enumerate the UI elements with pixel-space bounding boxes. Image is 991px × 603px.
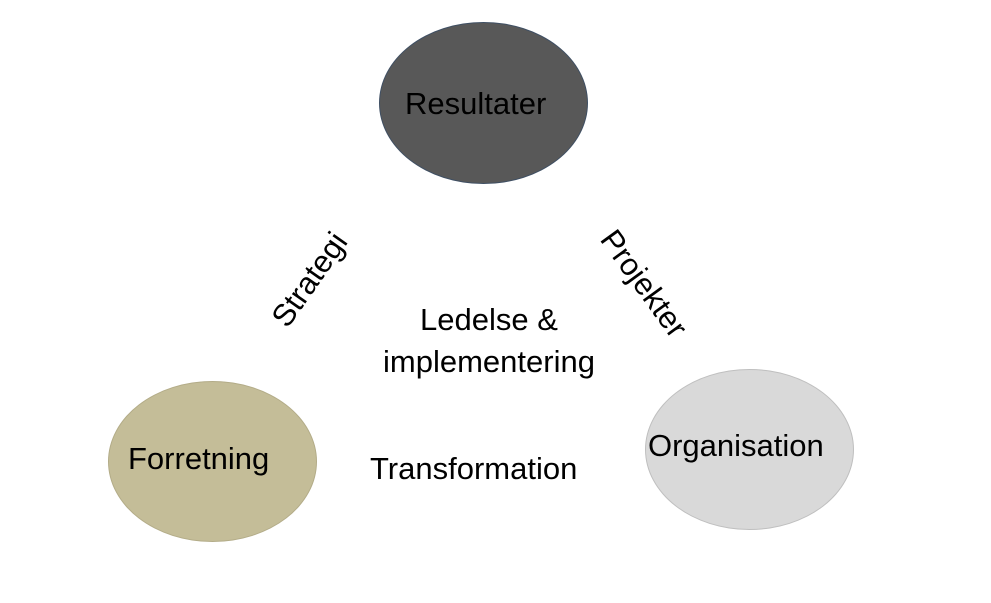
transformation-label: Transformation — [370, 451, 578, 486]
node-resultater — [379, 22, 588, 184]
center-text-line1: Ledelse & — [420, 302, 558, 337]
node-organisation — [645, 369, 854, 530]
node-resultater-label: Resultater — [405, 86, 547, 121]
node-organisation-label: Organisation — [648, 428, 824, 463]
center-text-line2: implementering — [383, 343, 595, 379]
node-forretning-label: Forretning — [128, 441, 270, 476]
edge-strategi-label: Strategi — [264, 225, 355, 334]
node-forretning — [108, 381, 317, 542]
center-text-block: Ledelse & implementering — [368, 299, 610, 383]
